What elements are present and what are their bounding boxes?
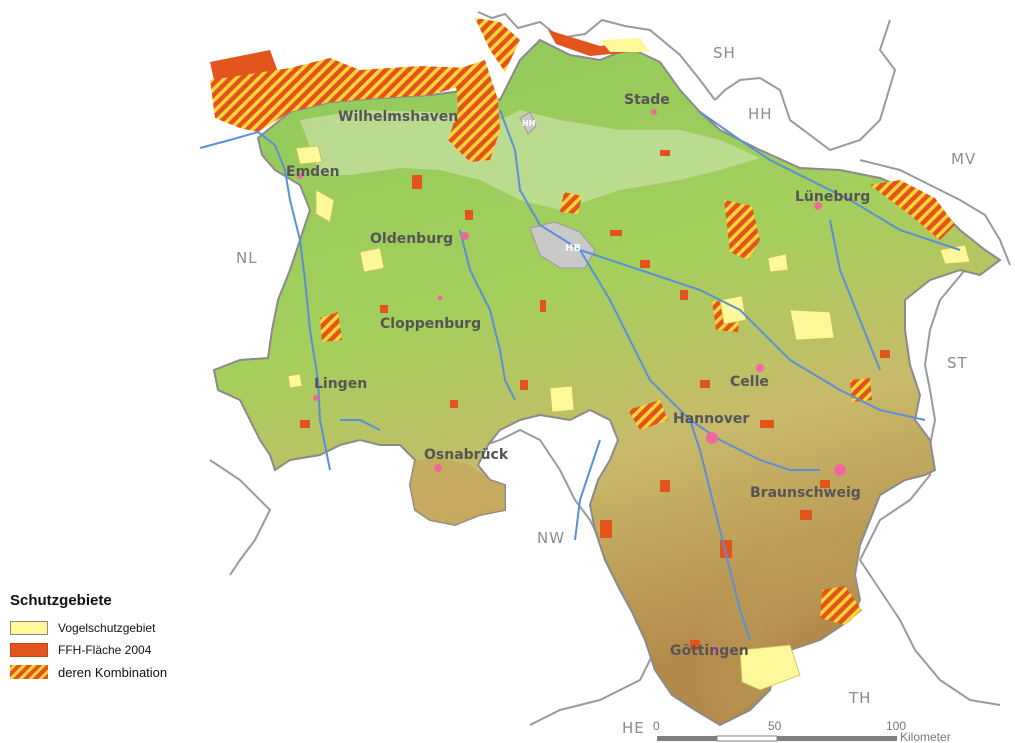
legend-item-vogelschutz: Vogelschutzgebiet [10, 617, 230, 639]
city-labels: Wilhelmshaven Emden Stade Oldenburg Clop… [286, 92, 870, 659]
legend-item-ffh: FFH-Fläche 2004 [10, 639, 230, 661]
city-label-lingen: Lingen [314, 376, 367, 392]
red-swatch-icon [10, 643, 48, 657]
city-label-oldenburg: Oldenburg [370, 231, 453, 247]
legend-label: Vogelschutzgebiet [58, 621, 156, 635]
legend-item-kombination: deren Kombination [10, 661, 230, 683]
city-label-emden: Emden [286, 164, 340, 180]
neighbor-label-sh: SH [713, 44, 736, 62]
scale-label-50: 50 [768, 719, 782, 733]
neighbor-label-he: HE [622, 719, 645, 737]
legend: Schutzgebiete Vogelschutzgebiet FFH-Fläc… [10, 592, 230, 702]
city-label-wilhelmshaven: Wilhelmshaven [338, 109, 458, 125]
city-label-hh-small: HH [522, 119, 535, 128]
city-label-celle: Celle [730, 374, 769, 390]
scale-labels: 0 50 100 Kilometer [653, 719, 951, 743]
scale-label-100: 100 [886, 719, 906, 733]
neighbor-label-nl: NL [236, 249, 258, 267]
city-label-goettingen: Göttingen [670, 643, 749, 659]
neighbor-label-th: TH [848, 689, 871, 707]
city-label-stade: Stade [624, 92, 670, 108]
neighbor-label-mv: MV [951, 150, 976, 168]
city-markers [297, 109, 846, 654]
city-label-hannover: Hannover [673, 411, 749, 427]
ffh-areas [300, 150, 890, 650]
neighbor-labels: SH HH MV NL ST NW TH HE [236, 44, 976, 737]
hatched-swatch-icon [10, 665, 48, 679]
coastal-protected-areas [210, 18, 955, 625]
neighbor-label-hh: HH [748, 105, 773, 123]
neighbor-label-st: ST [947, 354, 968, 372]
neighbor-label-nw: NW [537, 529, 565, 547]
scale-label-unit: Kilometer [900, 730, 951, 743]
city-label-osnabrueck: Osnabrück [424, 447, 509, 463]
city-label-cloppenburg: Cloppenburg [380, 316, 481, 332]
bird-protection-areas [287, 145, 971, 691]
scale-label-0: 0 [653, 719, 660, 733]
legend-title: Schutzgebiete [10, 592, 112, 609]
yellow-swatch-icon [10, 621, 48, 635]
city-label-lueneburg: Lüneburg [795, 189, 870, 205]
city-label-hb: HB [565, 243, 581, 254]
rivers [199, 109, 961, 641]
city-label-braunschweig: Braunschweig [750, 485, 861, 501]
legend-label: deren Kombination [58, 664, 168, 680]
scale-bar [657, 735, 897, 742]
legend-label: FFH-Fläche 2004 [58, 643, 152, 657]
